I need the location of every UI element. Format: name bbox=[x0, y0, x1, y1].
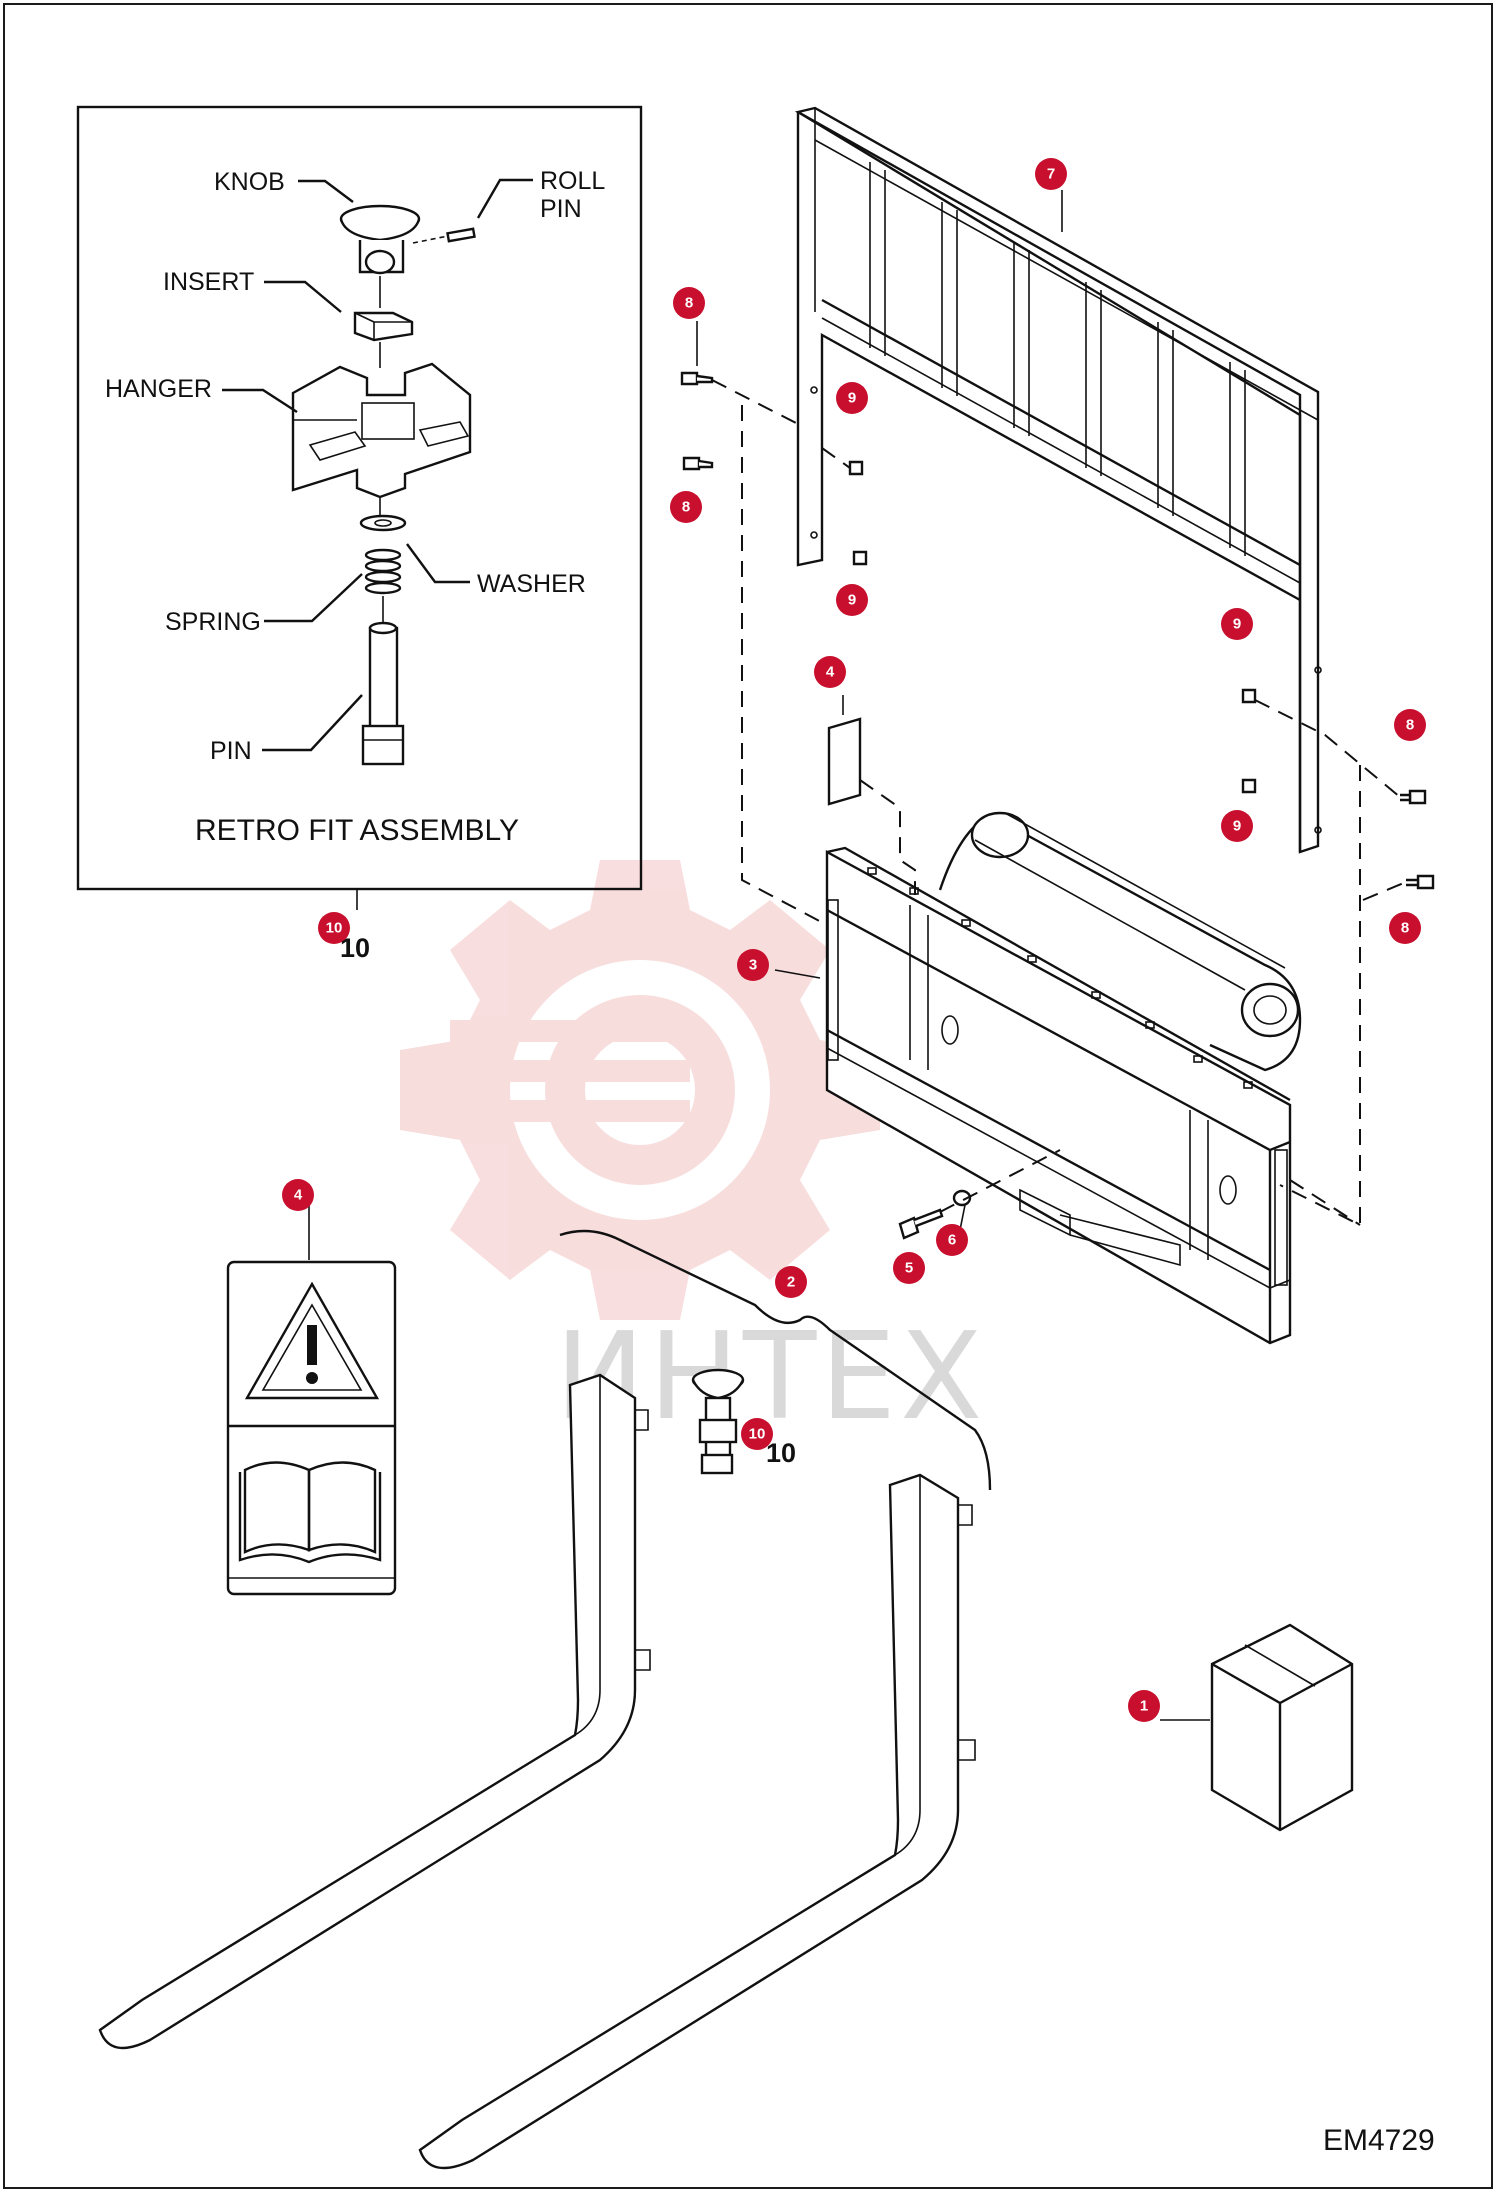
callout-9: 9 bbox=[1221, 810, 1253, 842]
callout-number: 9 bbox=[848, 592, 856, 609]
decal-part-small bbox=[827, 695, 916, 895]
callout-4: 4 bbox=[282, 1179, 314, 1211]
callout-number: 6 bbox=[948, 1232, 956, 1249]
callout-number: 8 bbox=[682, 499, 690, 516]
callout-number: 9 bbox=[848, 390, 856, 407]
callout-10: 10 bbox=[741, 1418, 773, 1450]
callout-marker bbox=[741, 1418, 773, 1450]
label-insert: INSERT bbox=[163, 268, 254, 296]
inset-title: RETRO FIT ASSEMBLY bbox=[195, 814, 519, 847]
part-number-10-inset: 10 bbox=[340, 933, 370, 963]
callout-8: 8 bbox=[673, 287, 705, 319]
diagram-frame bbox=[3, 3, 1493, 2189]
callout-marker bbox=[775, 1266, 807, 1298]
backrest-part bbox=[794, 106, 1322, 854]
callout-8: 8 bbox=[670, 491, 702, 523]
callout-marker bbox=[893, 1252, 925, 1284]
callout-6: 6 bbox=[936, 1224, 968, 1256]
roll-pin-part bbox=[412, 227, 476, 244]
label-roll: ROLL bbox=[540, 167, 605, 195]
callout-4: 4 bbox=[814, 656, 846, 688]
callout-8: 8 bbox=[1389, 912, 1421, 944]
callout-marker bbox=[1221, 608, 1253, 640]
leader-spring bbox=[264, 573, 363, 623]
callout-number: 5 bbox=[905, 1260, 913, 1277]
callout-number: 8 bbox=[1401, 920, 1409, 937]
callout-marker bbox=[670, 491, 702, 523]
pin-part bbox=[361, 621, 405, 766]
hanger-part bbox=[291, 362, 472, 499]
callout-9: 9 bbox=[836, 382, 868, 414]
callout-number: 3 bbox=[749, 957, 757, 974]
label-knob: KNOB bbox=[214, 168, 285, 196]
box-part bbox=[1160, 1623, 1354, 1832]
callout-number: 10 bbox=[749, 1426, 766, 1443]
callout-number: 2 bbox=[787, 1274, 795, 1291]
spring-part bbox=[364, 548, 402, 595]
callout-number: 8 bbox=[1406, 717, 1414, 734]
forks-part bbox=[98, 1229, 992, 2170]
pin-part-lower bbox=[691, 1368, 745, 1475]
leader-pin bbox=[262, 694, 363, 752]
leader-insert bbox=[264, 280, 342, 313]
callout-marker bbox=[814, 656, 846, 688]
callout-marker bbox=[1035, 158, 1067, 190]
retro-fit-inset: KNOB ROLL PIN INSERT HANGER WASHER SPRIN… bbox=[76, 105, 643, 891]
callout-marker bbox=[318, 912, 350, 944]
knob-part bbox=[339, 204, 421, 275]
callout-number: 1 bbox=[1140, 1698, 1148, 1715]
callout-9: 9 bbox=[1221, 608, 1253, 640]
label-hanger: HANGER bbox=[105, 375, 212, 403]
label-spring: SPRING bbox=[165, 608, 261, 636]
inset-border bbox=[76, 105, 643, 891]
assembly-lines bbox=[711, 379, 1407, 1227]
label-washer: WASHER bbox=[477, 570, 586, 598]
warning-decal-part bbox=[226, 1200, 397, 1596]
washer-part bbox=[359, 514, 407, 532]
leader-hanger bbox=[222, 388, 298, 414]
callout-number: 7 bbox=[1047, 166, 1055, 183]
label-pin: PIN bbox=[210, 737, 252, 765]
callout-2: 2 bbox=[775, 1266, 807, 1298]
insert-part bbox=[353, 311, 414, 342]
callout-number: 9 bbox=[1233, 616, 1241, 633]
callout-7: 7 bbox=[1035, 158, 1067, 190]
fork-frame-part bbox=[825, 811, 1302, 1345]
callout-8: 8 bbox=[1394, 709, 1426, 741]
callout-leaders bbox=[774, 190, 1063, 1231]
callout-marker bbox=[936, 1224, 968, 1256]
callout-marker bbox=[1389, 912, 1421, 944]
label-pin-roll: PIN bbox=[540, 195, 582, 223]
callout-number: 9 bbox=[1233, 818, 1241, 835]
figure-code: EM4729 bbox=[1323, 2124, 1435, 2157]
callout-number: 10 bbox=[326, 920, 343, 937]
leader-roll-pin bbox=[476, 178, 533, 219]
callout-1: 1 bbox=[1128, 1690, 1160, 1722]
callout-marker bbox=[1128, 1690, 1160, 1722]
part-number-10-pin: 10 bbox=[766, 1438, 796, 1468]
callout-number: 4 bbox=[294, 1187, 303, 1204]
callout-3: 3 bbox=[737, 949, 769, 981]
leader-knob bbox=[298, 179, 354, 203]
callout-number: 8 bbox=[685, 295, 693, 312]
bolts-and-nuts bbox=[680, 321, 1435, 1240]
watermark-logo bbox=[400, 860, 880, 1320]
callout-9: 9 bbox=[836, 584, 868, 616]
callout-marker bbox=[673, 287, 705, 319]
callout-marker bbox=[836, 382, 868, 414]
callout-marker bbox=[1394, 709, 1426, 741]
callout-number: 4 bbox=[826, 664, 835, 681]
callout-marker bbox=[282, 1179, 314, 1211]
callout-layer: 7 8 9 8 9 9 4 8 9 8 10 3 4 6 5 2 10 1 bbox=[282, 158, 1426, 1722]
leader-washer bbox=[406, 543, 470, 584]
callout-10: 10 bbox=[318, 912, 350, 944]
callout-marker bbox=[836, 584, 868, 616]
callout-marker bbox=[1221, 810, 1253, 842]
callout-marker bbox=[737, 949, 769, 981]
callout-5: 5 bbox=[893, 1252, 925, 1284]
